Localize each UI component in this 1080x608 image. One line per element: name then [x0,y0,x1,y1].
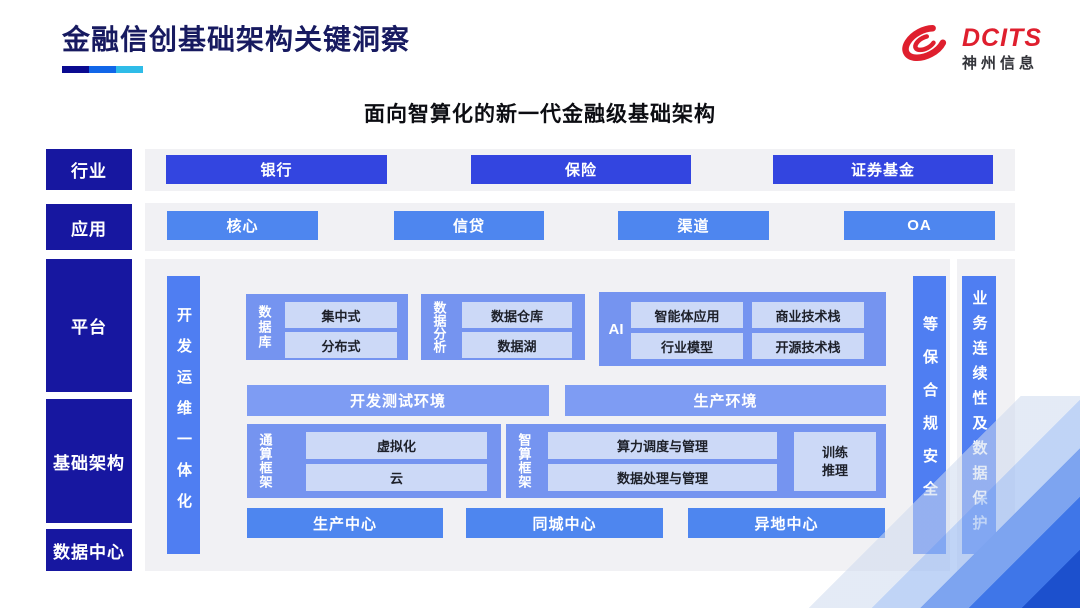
row-label-infrastructure: 基础架构 [46,399,132,523]
ai-commercial-stack-chip: 商业技术栈 [752,302,864,328]
industry-securities-box: 证券基金 [773,155,993,184]
compute-scheduling-chip: 算力调度与管理 [548,432,777,459]
app-channel-box: 渠道 [618,211,769,240]
row-label-platform: 平台 [46,259,132,392]
ai-opensource-stack-chip: 开源技术栈 [752,333,864,359]
row-label-industry: 行业 [46,149,132,190]
cloud-chip: 云 [306,464,487,491]
database-centralized-chip: 集中式 [285,302,397,328]
title-underline-segment-2 [89,66,116,73]
same-city-center-box: 同城中心 [466,508,663,538]
title-underline-segment-3 [116,66,143,73]
app-core-box: 核心 [167,211,318,240]
industry-insurance-box: 保险 [471,155,691,184]
dev-test-environment-bar: 开发测试环境 [247,385,549,416]
analytics-group-label: 数据分析 [431,301,447,353]
corner-decoration [808,396,1080,608]
title-underline-segment-1 [62,66,89,73]
production-center-box: 生产中心 [247,508,443,538]
row-label-application: 应用 [46,204,132,250]
database-distributed-chip: 分布式 [285,332,397,358]
logo-brand-text: DCITS [962,24,1042,52]
devops-pillar: 开发运维一体化 [167,276,200,554]
ai-group-label: AI [608,320,624,338]
row-label-datacenter: 数据中心 [46,529,132,571]
app-oa-box: OA [844,211,995,240]
page-title: 金融信创基础架构关键洞察 [62,24,411,55]
analytics-lake-chip: 数据湖 [462,332,572,358]
intelligent-compute-label: 智算框架 [516,433,532,489]
ai-industry-model-chip: 行业模型 [631,333,743,359]
database-group-label: 数据库 [256,304,272,350]
diagram-title: 面向智算化的新一代金融级基础架构 [364,103,716,126]
general-compute-label: 通算框架 [257,433,273,489]
logo-company-text: 神州信息 [962,55,1039,72]
industry-bank-box: 银行 [166,155,387,184]
app-credit-box: 信贷 [394,211,544,240]
data-processing-chip: 数据处理与管理 [548,464,777,491]
virtualization-chip: 虚拟化 [306,432,487,459]
dcits-logo-icon [893,16,957,70]
analytics-warehouse-chip: 数据仓库 [462,302,572,328]
ai-agent-app-chip: 智能体应用 [631,302,743,328]
